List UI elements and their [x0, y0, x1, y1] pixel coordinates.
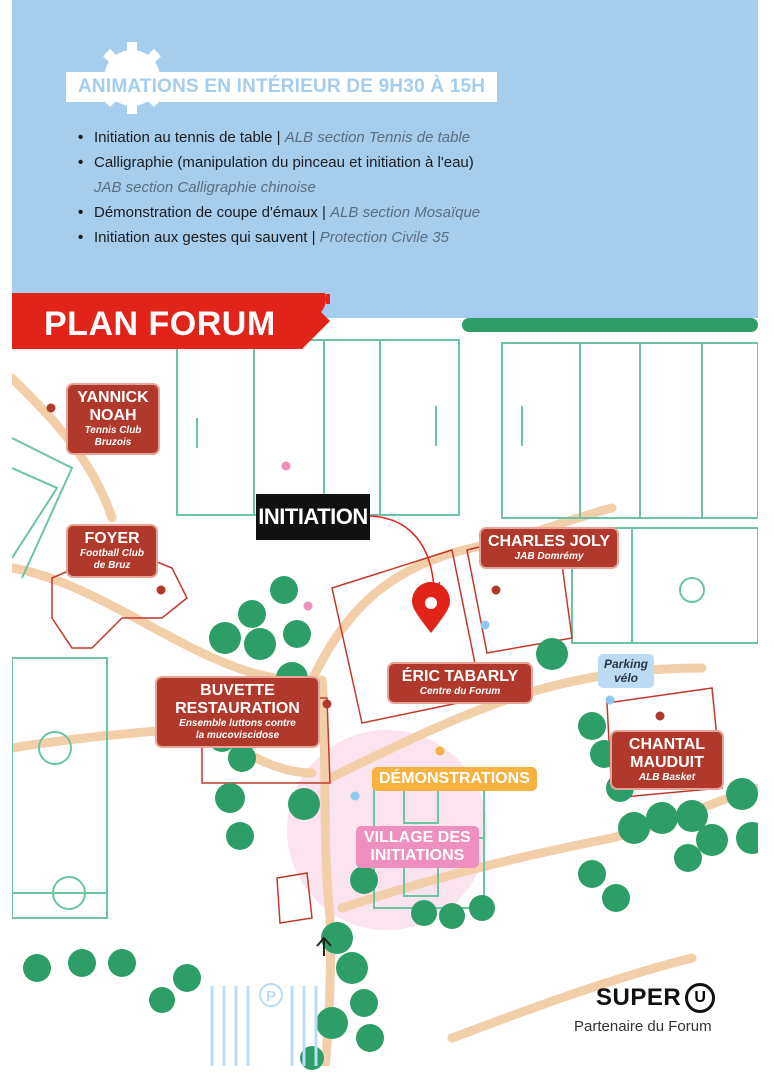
- location-name: CHARLES JOLY: [487, 533, 611, 550]
- parking-icon: [259, 983, 283, 1007]
- building-small: [276, 872, 313, 924]
- activity-organizer: ALB section Tennis de table: [284, 129, 471, 146]
- label-charles-joly: CHARLES JOLY JAB Domrémy: [479, 527, 619, 569]
- activity-text: Démonstration de coupe d'émaux: [94, 204, 318, 221]
- bullet: •: [78, 129, 84, 146]
- activity-item: • Initiation au tennis de table | ALB sec…: [78, 125, 480, 150]
- location-name: CHANTAL: [628, 736, 706, 753]
- parking-symbol: P: [266, 988, 276, 1005]
- path: [307, 503, 617, 685]
- location-organizer: Bruzois: [94, 437, 132, 448]
- animations-title: ANIMATIONS EN INTÉRIEUR DE 9H30 À 15H: [66, 72, 498, 102]
- location-organizer: ALB Basket: [638, 772, 696, 783]
- label-demonstrations: DÉMONSTRATIONS: [372, 767, 537, 791]
- plan-forum-banner: [12, 293, 330, 349]
- separator: |: [317, 204, 331, 221]
- bullet: •: [78, 154, 84, 171]
- location-pin-icon: [412, 582, 450, 633]
- tennis-courts-right: [501, 342, 758, 519]
- location-name: RESTAURATION: [175, 700, 300, 717]
- parking-line: vélo: [614, 671, 639, 685]
- village-line: VILLAGE DES: [364, 829, 471, 846]
- label-eric-tabarly: ÉRIC TABARLY Centre du Forum: [387, 662, 533, 704]
- location-organizer: Football Club: [80, 548, 144, 559]
- hedge: [462, 318, 758, 332]
- brand-name: SUPER: [596, 984, 682, 1011]
- location-name: BUVETTE: [200, 682, 275, 699]
- parking-line: Parking: [604, 657, 649, 671]
- activity-organizer: Protection Civile 35: [319, 229, 449, 246]
- label-parking-velo: Parking vélo: [598, 654, 655, 688]
- activity-text: Initiation aux gestes qui sauvent: [94, 229, 308, 246]
- location-name: MAUDUIT: [630, 754, 704, 771]
- activity-text: Calligraphie (manipulation du pinceau et…: [94, 154, 474, 171]
- label-yannick-noah: YANNICK NOAH Tennis Club Bruzois: [66, 383, 160, 455]
- location-name: ÉRIC TABARLY: [401, 668, 519, 685]
- initiation-callout: INITIATION: [256, 494, 370, 540]
- path: [447, 953, 697, 1043]
- label-village-initiations: VILLAGE DES INITIATIONS: [356, 826, 479, 868]
- activity-organizer: JAB section Calligraphie chinoise: [94, 179, 316, 196]
- location-name: NOAH: [89, 407, 137, 424]
- arrow-up-icon: [316, 936, 332, 956]
- curved-arrow-icon: [369, 515, 441, 594]
- football-pitch-right: [571, 527, 758, 644]
- location-organizer: JAB Domrémy: [514, 551, 584, 562]
- tennis-courts: [176, 339, 460, 516]
- brand-mark: U: [685, 982, 716, 1013]
- location-name: YANNICK: [77, 389, 149, 406]
- separator: |: [272, 129, 285, 146]
- plan-title: PLAN FORUM: [44, 305, 276, 343]
- location-organizer: Tennis Club: [84, 425, 142, 436]
- hedge: [12, 1066, 758, 1080]
- village-line: INITIATIONS: [370, 847, 465, 864]
- sponsor-tagline: Partenaire du Forum: [574, 1018, 712, 1035]
- bullet: •: [78, 204, 84, 221]
- activity-organizer: ALB section Mosaïque: [330, 204, 481, 221]
- activity-item: • Démonstration de coupe d'émaux | ALB se…: [78, 200, 480, 225]
- separator: |: [307, 229, 320, 246]
- activity-item: • Calligraphie (manipulation du pinceau e…: [78, 150, 480, 200]
- location-organizer: de Bruz: [93, 560, 131, 571]
- location-organizer: Ensemble luttons contre: [179, 718, 296, 729]
- path: [337, 783, 758, 913]
- activities-list: • Initiation au tennis de table | ALB sec…: [78, 125, 480, 250]
- bullet: •: [78, 229, 84, 246]
- activity-text: Initiation au tennis de table: [94, 129, 273, 146]
- football-pitch-left: [12, 657, 108, 919]
- location-organizer: Centre du Forum: [419, 686, 501, 697]
- activity-item: • Initiation aux gestes qui sauvent | Pro…: [78, 225, 480, 250]
- label-chantal-mauduit: CHANTAL MAUDUIT ALB Basket: [610, 730, 724, 790]
- label-buvette-restauration: BUVETTE RESTAURATION Ensemble luttons co…: [155, 676, 320, 748]
- location-organizer: la mucoviscidose: [195, 730, 280, 741]
- label-foyer: FOYER Football Club de Bruz: [66, 524, 158, 578]
- location-name: FOYER: [84, 530, 140, 547]
